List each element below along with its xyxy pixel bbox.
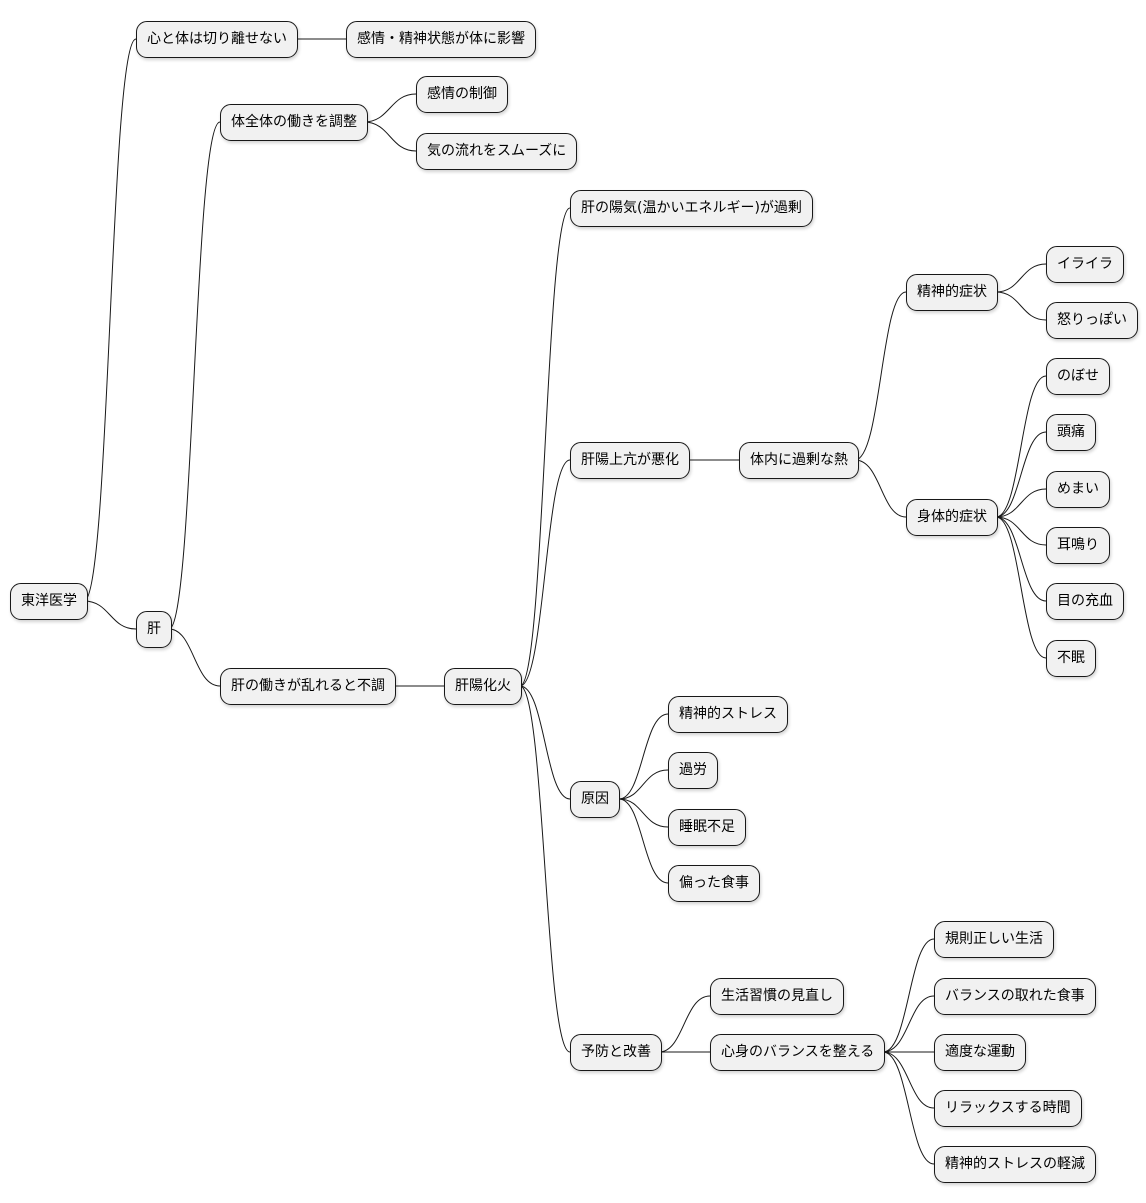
edge-physical-dizziness — [995, 488, 1047, 518]
node-unbalanced-diet: 偏った食事 — [668, 865, 760, 902]
node-anger: 怒りっぽい — [1046, 302, 1138, 339]
edge-mental-irritation — [995, 263, 1047, 293]
edge-regulate-emotion — [363, 93, 417, 123]
edge-heat-mental — [854, 291, 907, 461]
edge-root-liver — [83, 600, 137, 630]
node-dizziness: めまい — [1046, 471, 1110, 508]
node-relax-time: リラックスする時間 — [934, 1090, 1082, 1127]
edge-physical-headache — [995, 431, 1047, 518]
edge-root-mind-body — [83, 38, 137, 602]
edge-balance-meals — [882, 995, 935, 1053]
node-mind-body-detail: 感情・精神状態が体に影響 — [346, 21, 536, 58]
edge-fire-prevention — [519, 685, 571, 1053]
node-liver-fire: 肝陽化火 — [444, 668, 522, 705]
node-irritation: イライラ — [1046, 246, 1124, 283]
node-disorder: 肝の働きが乱れると不調 — [220, 668, 396, 705]
node-hot-flush: のぼせ — [1046, 358, 1110, 395]
edge-causes-diet — [618, 798, 669, 884]
edge-heat-physical — [854, 459, 907, 518]
edge-causes-overwork — [618, 769, 669, 800]
edge-causes-stress — [618, 713, 669, 800]
edge-balance-regular — [882, 938, 935, 1053]
node-regulate: 体全体の働きを調整 — [220, 104, 368, 141]
edge-balance-relax — [882, 1051, 935, 1109]
edge-mental-anger — [995, 291, 1047, 321]
edge-liver-disorder — [168, 628, 221, 687]
node-qi-flow: 気の流れをスムーズに — [416, 133, 578, 170]
node-prevention: 予防と改善 — [570, 1034, 662, 1071]
node-physical-symptoms: 身体的症状 — [906, 499, 998, 536]
edge-balance-stress — [882, 1051, 935, 1165]
edge-prevention-lifestyle — [658, 995, 711, 1053]
edge-liver-regulate — [168, 121, 221, 630]
node-worsening: 肝陽上亢が悪化 — [570, 442, 690, 479]
node-balance-mind-body: 心身のバランスを整える — [710, 1034, 886, 1071]
node-overwork: 過労 — [668, 752, 718, 789]
edge-fire-worsening — [519, 459, 571, 687]
node-liver: 肝 — [136, 611, 172, 648]
node-moderate-exercise: 適度な運動 — [934, 1034, 1026, 1071]
node-yang-excess: 肝の陽気(温かいエネルギー)が過剰 — [570, 190, 813, 227]
edge-physical-tinnitus — [995, 516, 1047, 546]
node-lack-of-sleep: 睡眠不足 — [668, 809, 746, 846]
edge-regulate-qi — [363, 121, 417, 152]
edge-physical-redeyes — [995, 516, 1047, 602]
node-mental-stress: 精神的ストレス — [668, 696, 788, 733]
node-reduce-stress: 精神的ストレスの軽減 — [934, 1146, 1096, 1183]
node-insomnia: 不眠 — [1046, 640, 1096, 677]
root-node: 東洋医学 — [10, 583, 88, 620]
node-headache: 頭痛 — [1046, 414, 1096, 451]
node-balanced-meals: バランスの取れた食事 — [934, 978, 1096, 1015]
node-red-eyes: 目の充血 — [1046, 583, 1124, 620]
node-mental-symptoms: 精神的症状 — [906, 274, 998, 311]
edge-physical-hotflush — [995, 375, 1047, 518]
node-emotion-control: 感情の制御 — [416, 76, 508, 113]
node-tinnitus: 耳鳴り — [1046, 527, 1110, 564]
edge-fire-yang — [519, 207, 571, 687]
node-excess-heat: 体内に過剰な熱 — [739, 442, 859, 479]
node-mind-body: 心と体は切り離せない — [136, 21, 298, 58]
edge-physical-insomnia — [995, 516, 1047, 659]
edge-fire-causes — [519, 685, 571, 800]
node-regular-life: 規則正しい生活 — [934, 921, 1054, 958]
node-causes: 原因 — [570, 781, 620, 818]
edge-causes-sleep — [618, 798, 669, 828]
node-lifestyle-review: 生活習慣の見直し — [710, 978, 844, 1015]
